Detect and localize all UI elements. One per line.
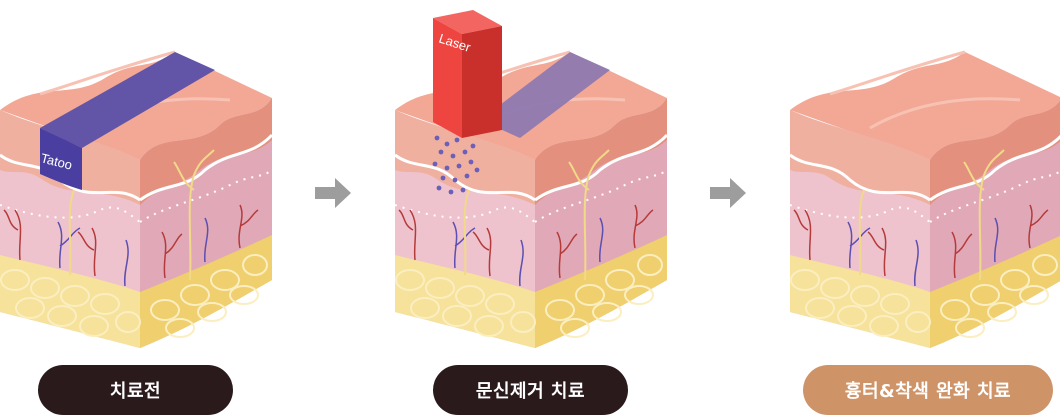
step-caption-before: 치료전 xyxy=(38,365,233,415)
skin-block-before xyxy=(0,50,274,350)
skin-block-after xyxy=(788,50,1060,350)
laser-device xyxy=(433,10,502,138)
arrow-right-icon xyxy=(315,178,351,208)
skin-block-laser xyxy=(393,50,669,350)
step-caption-relief: 흉터&착색 완화 치료 xyxy=(803,365,1053,415)
arrow-right-icon xyxy=(710,178,746,208)
step-caption-removal: 문신제거 치료 xyxy=(433,365,628,415)
tattoo-tag: Tatoo xyxy=(39,150,73,172)
